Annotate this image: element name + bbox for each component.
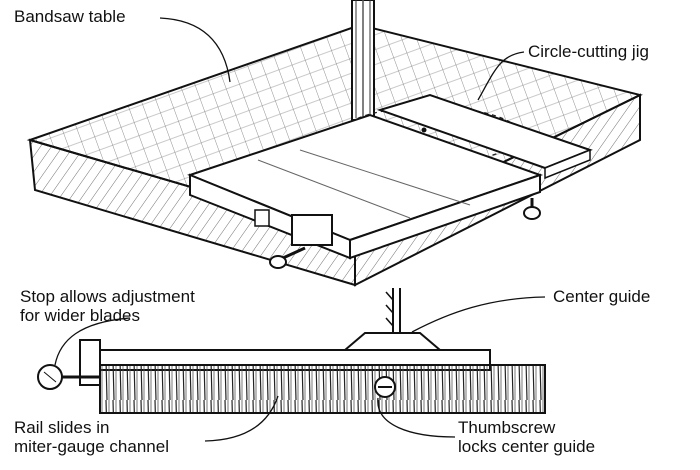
stop [79, 339, 101, 386]
circle-cutting-jig [187, 93, 593, 260]
label-thumbscrew-line2: locks center guide [458, 437, 596, 456]
label-center-guide: Center guide [553, 287, 651, 306]
label-thumbscrew-line1: Thumbscrew [458, 418, 556, 437]
label-rail-line1: Rail slides in [14, 418, 110, 437]
label-stop-line1: Stop allows adjustment [20, 287, 195, 306]
pivot-pin-icon [421, 127, 427, 133]
jig-side-view [37, 288, 546, 414]
stop-block [291, 214, 333, 246]
rail [99, 364, 546, 414]
center-guide [342, 332, 443, 351]
saw-blade [351, 0, 375, 121]
leader-lines [54, 17, 546, 442]
label-bandsaw-table: Bandsaw table [14, 7, 126, 26]
label-stop-line2: for wider blades [20, 306, 141, 325]
label-rail-line2: miter-gauge channel [14, 437, 169, 456]
thumbscrew-icon [523, 198, 541, 220]
label-circle-cutting-jig: Circle-cutting jig [528, 42, 649, 61]
thumbscrew-icon [269, 246, 306, 269]
